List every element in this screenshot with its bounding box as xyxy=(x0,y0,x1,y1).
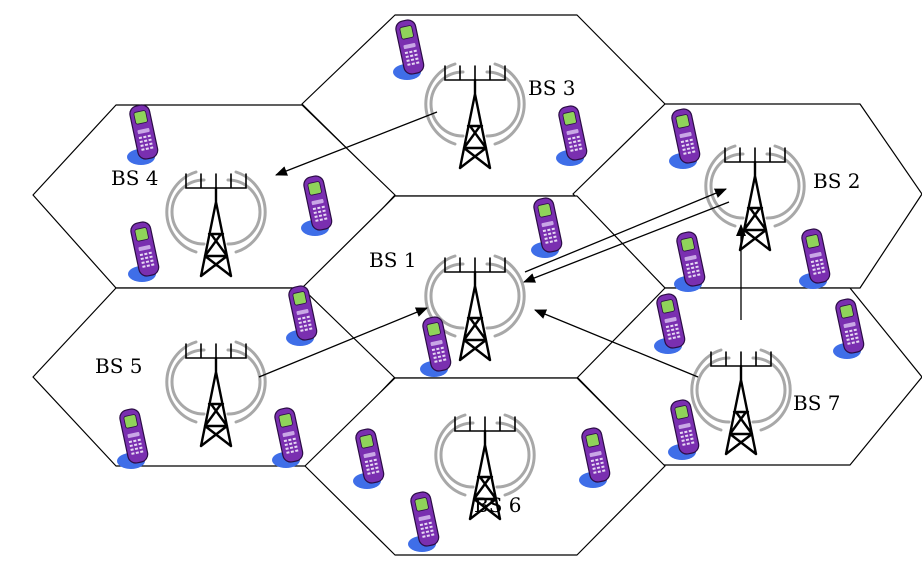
cell-bs6 xyxy=(304,377,666,556)
bs-label-4: BS 4 xyxy=(111,166,158,190)
bs-label-6: BS 6 xyxy=(474,493,521,517)
link-bs5-to-bs1 xyxy=(258,307,428,378)
link-bs1-to-bs2 xyxy=(524,188,727,273)
bs-label-1: BS 1 xyxy=(369,248,416,272)
bs-label-2: BS 2 xyxy=(813,169,860,193)
bs-label-7: BS 7 xyxy=(793,391,840,415)
bs-label-3: BS 3 xyxy=(528,76,575,100)
link-bs2-to-bs1 xyxy=(523,201,730,283)
link-bs3-to-bs4 xyxy=(275,111,438,176)
link-bs7-to-bs1 xyxy=(534,309,699,378)
bs-label-5: BS 5 xyxy=(95,354,142,378)
